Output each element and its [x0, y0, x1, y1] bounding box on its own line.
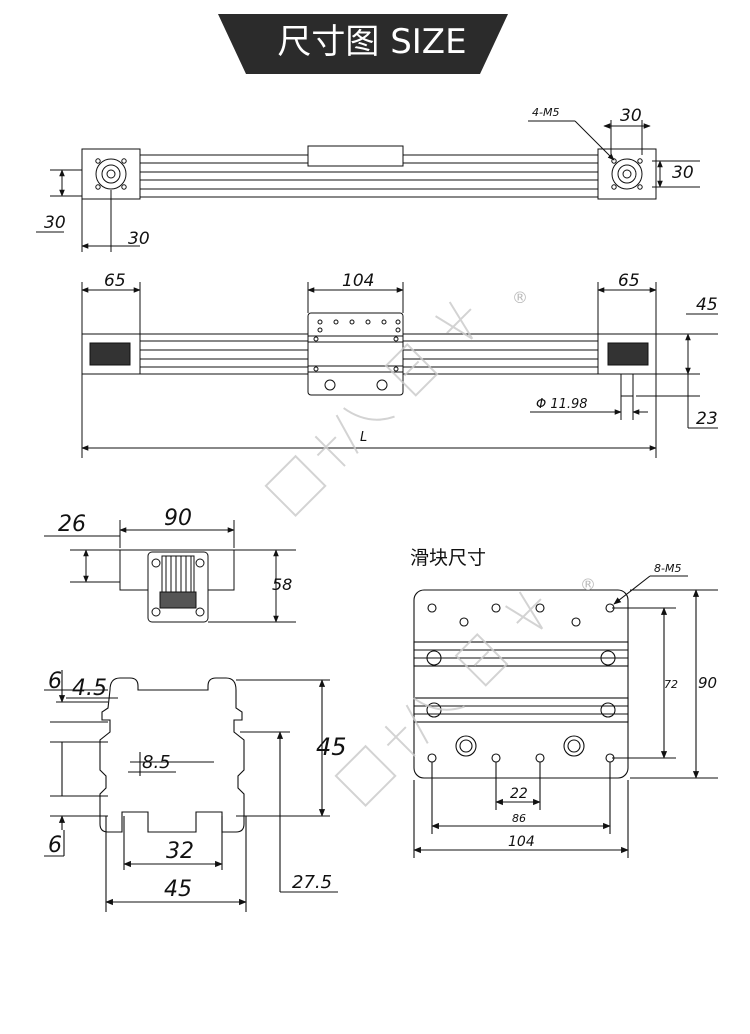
profile-dim-27-5: 27.5 — [292, 872, 332, 893]
front-view — [81, 282, 718, 458]
top-screw-label: 4-M5 — [532, 106, 559, 119]
slider-dim-104: 104 — [508, 834, 535, 850]
front-dim-shaft-offset: 23 — [696, 409, 718, 429]
profile-dim-45-width: 45 — [164, 877, 192, 902]
watermark-lower — [334, 591, 544, 807]
top-dim-hole-h: 30 — [620, 106, 642, 126]
slider-dim-90: 90 — [698, 674, 717, 692]
profile-dim-6-bottom: 6 — [48, 833, 62, 858]
front-slider — [307, 312, 404, 396]
profile-outline — [99, 677, 245, 833]
slider-view — [413, 575, 718, 858]
slider-screw-label: 8-M5 — [654, 562, 681, 575]
top-view — [36, 120, 700, 252]
profile-dim-4-5: 4.5 — [72, 676, 107, 701]
slider-title: 滑块尺寸 — [410, 547, 487, 569]
title-banner — [218, 14, 508, 74]
top-dim-left-h: 30 — [128, 229, 150, 249]
profile-dim-45-height: 45 — [316, 733, 347, 761]
profile-dim-6-top: 6 — [48, 669, 62, 694]
watermark-upper — [264, 301, 474, 517]
slider-dim-72: 72 — [664, 678, 678, 691]
top-right-end — [597, 148, 657, 200]
slider-plate — [413, 589, 629, 779]
front-dim-left-end: 65 — [104, 271, 126, 291]
top-dim-left-v: 30 — [44, 213, 66, 233]
slider-dim-86: 86 — [512, 812, 526, 825]
front-shaft — [620, 373, 634, 397]
watermark-reg-upper: ® — [512, 288, 528, 307]
banner-title: 尺寸图 SIZE — [277, 22, 467, 62]
profile-dim-8-5: 8.5 — [142, 752, 171, 773]
front-dim-shaft: Φ 11.98 — [536, 397, 588, 412]
end-dim-height: 58 — [272, 575, 292, 594]
front-dim-right-end: 65 — [618, 271, 640, 291]
slider-dim-22: 22 — [510, 786, 528, 802]
watermark-reg-lower: ® — [580, 575, 596, 594]
end-dim-width: 90 — [164, 506, 192, 531]
front-dim-length: L — [360, 430, 367, 445]
top-slider — [307, 145, 404, 167]
top-dim-hole-v: 30 — [672, 163, 694, 183]
front-dim-slider-width: 104 — [342, 271, 374, 291]
profile-view — [44, 670, 338, 912]
front-dim-height: 45 — [696, 295, 718, 315]
banner-shape — [218, 14, 508, 74]
end-view — [44, 520, 296, 623]
profile-dim-32: 32 — [166, 839, 194, 864]
end-dim-top: 26 — [58, 512, 86, 537]
